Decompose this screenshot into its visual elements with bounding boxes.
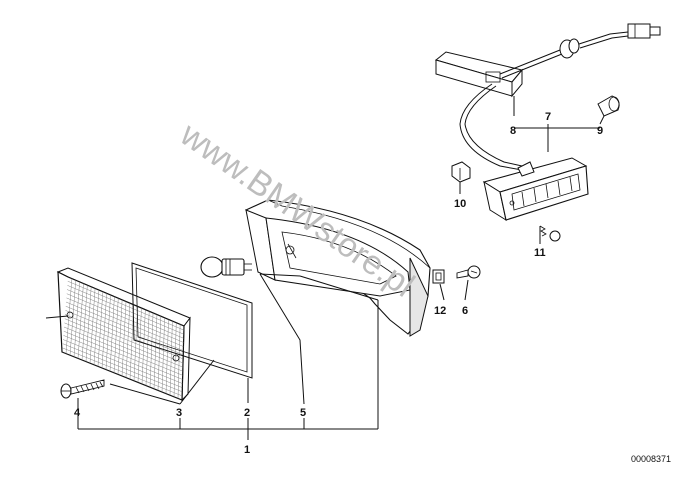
part-number-1: 1 xyxy=(244,444,250,456)
leader-lines xyxy=(77,96,605,440)
lens-icon xyxy=(45,267,191,402)
part-number-4: 4 xyxy=(74,407,81,419)
screw-icon xyxy=(60,379,105,399)
part-number-6: 6 xyxy=(462,305,468,317)
part-number-5: 5 xyxy=(300,407,306,419)
part-number-8: 8 xyxy=(510,125,516,137)
housing-icon xyxy=(244,199,431,337)
part-number-7: 7 xyxy=(545,111,551,123)
bulb-icon xyxy=(597,95,620,117)
part-number-9: 9 xyxy=(597,125,603,137)
part-number-2: 2 xyxy=(244,407,250,419)
cable-connector-icon xyxy=(434,23,661,171)
clip-icon xyxy=(432,269,445,284)
bulb-icon xyxy=(200,256,252,278)
nut-icon xyxy=(539,225,561,242)
side-marker-lamp-icon xyxy=(482,157,589,222)
diagram-reference-code: 00008371 xyxy=(631,454,671,464)
part-number-3: 3 xyxy=(176,407,182,419)
part-number-10: 10 xyxy=(454,198,466,210)
part-labels: 1 2 3 4 5 6 7 8 9 10 11 12 xyxy=(74,111,603,456)
clip-icon xyxy=(451,161,471,183)
screw-icon xyxy=(456,265,481,279)
part-number-12: 12 xyxy=(434,305,446,317)
part-number-11: 11 xyxy=(534,247,546,259)
gasket-icon xyxy=(131,262,253,379)
